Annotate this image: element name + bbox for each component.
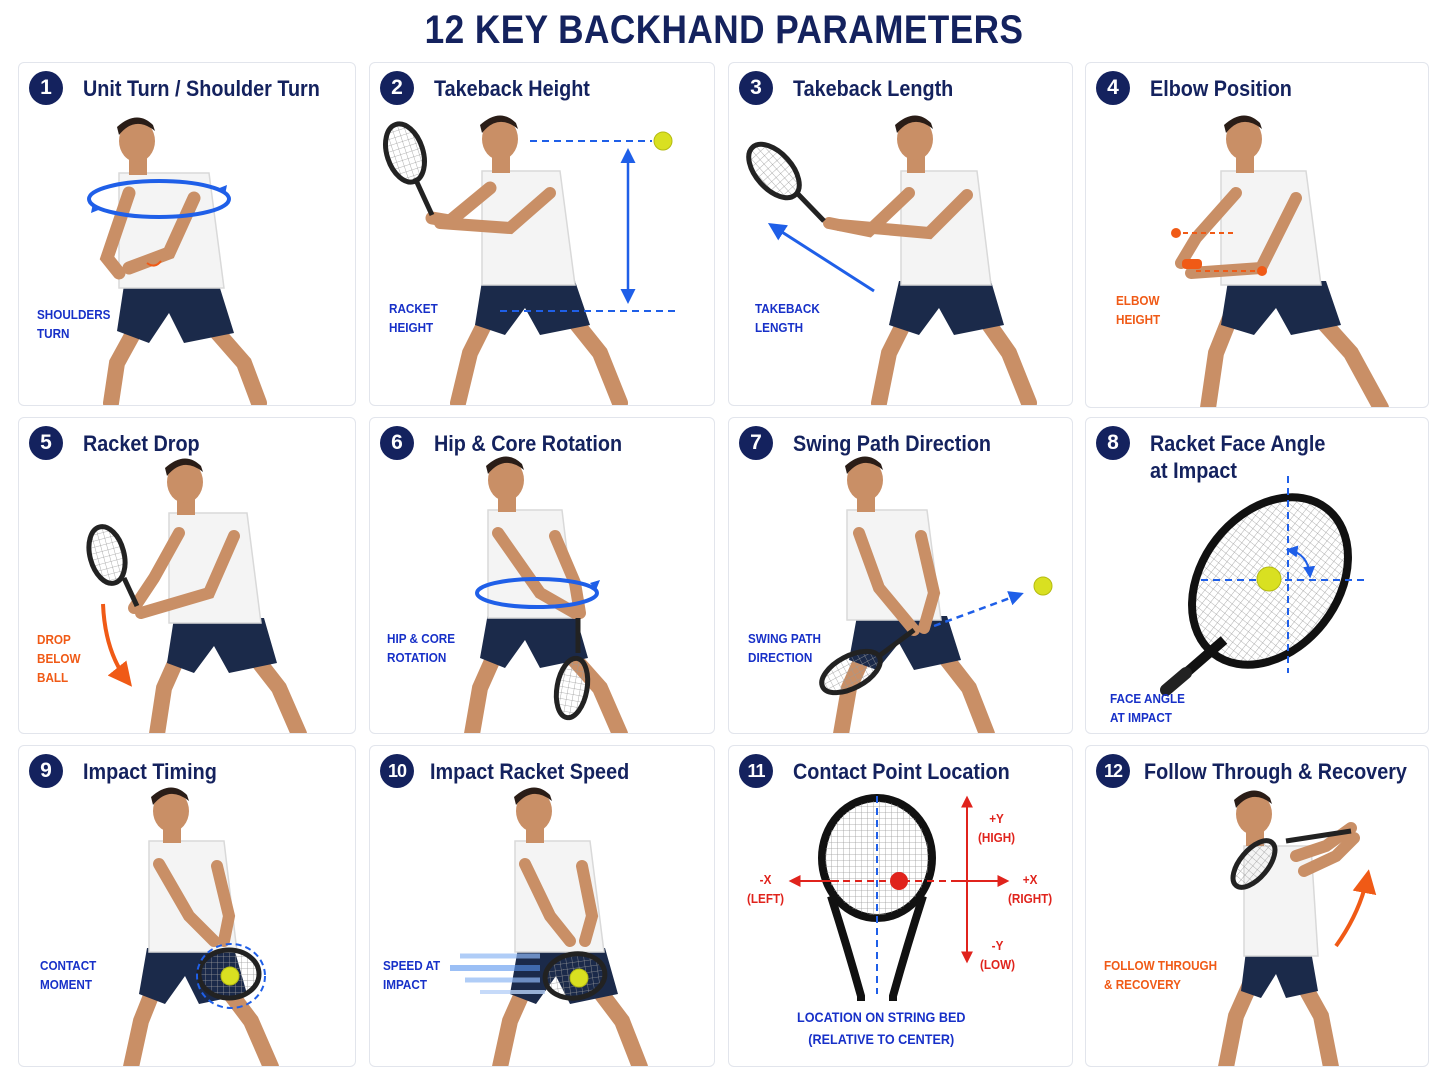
card-racket-face-angle: 8 Racket Face Angle at Impact FACE ANGLE… xyxy=(1085,417,1429,734)
positive-x-label: +X (RIGHT) xyxy=(1008,872,1053,906)
card-title: Contact Point Location xyxy=(793,759,1010,784)
card-contact-point-location: 11 Contact Point Location +Y (HIGH) -X (… xyxy=(728,745,1073,1067)
player-illustration xyxy=(450,787,648,1066)
hip-core-rotation-label: HIP & CORE ROTATION xyxy=(387,631,456,665)
positive-y-label: +Y (HIGH) xyxy=(978,811,1016,845)
card-title: Follow Through & Recovery xyxy=(1144,759,1407,784)
card-takeback-height: 2 Takeback Height RACKET HEIGHT xyxy=(369,62,715,406)
card-number-badge: 6 xyxy=(380,426,414,460)
negative-y-label: -Y (LOW) xyxy=(980,938,1016,972)
player-illustration xyxy=(383,115,680,405)
contact-moment-label: CONTACT MOMENT xyxy=(40,958,97,992)
follow-through-recovery-label: FOLLOW THROUGH & RECOVERY xyxy=(1104,958,1218,992)
racket-face-diagram xyxy=(1160,476,1366,696)
card-number-badge: 2 xyxy=(380,71,414,105)
player-illustration xyxy=(1171,115,1389,407)
card-racket-drop: 5 Racket Drop DROP BELOW BALL xyxy=(18,417,356,734)
card-title: Impact Racket Speed xyxy=(430,759,630,784)
player-illustration xyxy=(819,456,1053,733)
card-number-badge: 1 xyxy=(29,71,63,105)
card-title: Racket Face Angle at Impact xyxy=(1150,431,1326,483)
player-illustration xyxy=(746,115,1037,405)
card-takeback-length: 3 Takeback Length TAKEBACK LENGTH xyxy=(728,62,1073,406)
location-on-string-bed-label: LOCATION ON STRING BED (RELATIVE TO CENT… xyxy=(797,1009,966,1047)
card-number-badge: 10 xyxy=(380,754,414,788)
player-illustration xyxy=(86,458,307,733)
card-number-badge: 5 xyxy=(29,426,63,460)
card-title: Impact Timing xyxy=(83,759,217,784)
speed-at-impact-label: SPEED AT IMPACT xyxy=(383,958,441,992)
card-title: Racket Drop xyxy=(83,431,200,456)
card-number-badge: 4 xyxy=(1096,71,1130,105)
face-angle-at-impact-label: FACE ANGLE AT IMPACT xyxy=(1110,691,1185,725)
card-number-badge: 9 xyxy=(29,754,63,788)
card-elbow-position: 4 Elbow Position ELBOW HEIGHT xyxy=(1085,62,1429,408)
player-illustration xyxy=(1218,790,1377,1066)
player-illustration xyxy=(123,787,279,1066)
drop-below-ball-label: DROP BELOW BALL xyxy=(37,632,81,685)
card-swing-path-direction: 7 Swing Path Direction SWING PATH DIRECT… xyxy=(728,417,1073,734)
swing-path-direction-label: SWING PATH DIRECTION xyxy=(748,631,822,665)
card-number-badge: 8 xyxy=(1096,426,1130,460)
card-number-badge: 3 xyxy=(739,71,773,105)
elbow-height-label: ELBOW HEIGHT xyxy=(1116,293,1161,327)
card-title: Takeback Height xyxy=(434,76,590,101)
card-impact-racket-speed: 10 Impact Racket Speed SPEED AT IMPACT xyxy=(369,745,715,1067)
string-bed-diagram xyxy=(788,794,1010,1001)
player-illustration xyxy=(464,456,628,733)
card-title: Hip & Core Rotation xyxy=(434,431,623,456)
negative-x-label: -X (LEFT) xyxy=(747,872,785,906)
card-title: Unit Turn / Shoulder Turn xyxy=(83,76,320,101)
card-number-badge: 7 xyxy=(739,426,773,460)
card-number-badge: 11 xyxy=(739,754,773,788)
player-illustration xyxy=(87,117,267,405)
card-unit-turn: 1 Unit Turn / Shoulder Turn SHOULDERS TU… xyxy=(18,62,356,406)
card-follow-through-recovery: 12 Follow Through & Recovery FOLLOW THRO… xyxy=(1085,745,1429,1067)
card-hip-core-rotation: 6 Hip & Core Rotation HIP & CORE ROTATIO… xyxy=(369,417,715,734)
racket-height-label: RACKET HEIGHT xyxy=(389,301,438,335)
shoulders-turn-label: SHOULDERS TURN xyxy=(37,307,111,341)
card-number-badge: 12 xyxy=(1096,754,1130,788)
takeback-length-label: TAKEBACK LENGTH xyxy=(755,301,820,335)
card-title: Takeback Length xyxy=(793,76,954,101)
page-title: 12 KEY BACKHAND PARAMETERS xyxy=(424,8,1024,52)
card-impact-timing: 9 Impact Timing CONTACT MOMENT xyxy=(18,745,356,1067)
card-title: Swing Path Direction xyxy=(793,431,992,456)
card-title: Elbow Position xyxy=(1150,76,1292,101)
